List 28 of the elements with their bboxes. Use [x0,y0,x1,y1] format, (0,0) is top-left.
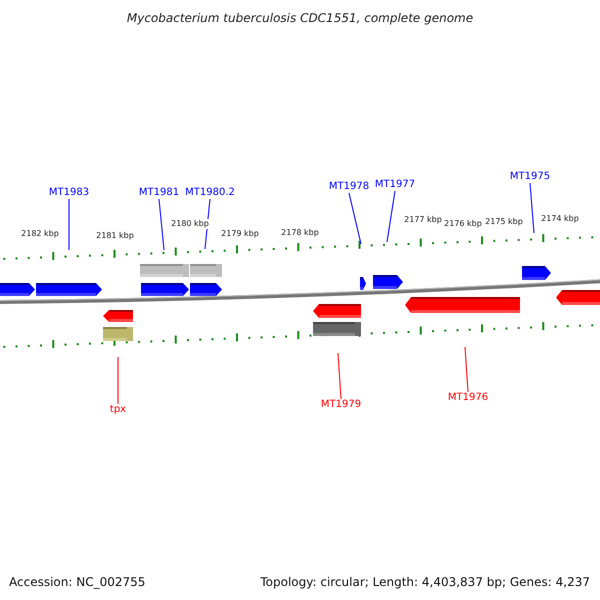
gene-label: MT1977 [374,179,416,191]
gene-label: MT1980.2 [185,187,235,199]
footer-text: Topology: circular; Length: 4,403,837 bp; Genes: 4,237 [260,575,590,589]
gene-label: tpx [110,404,126,416]
gene-label: MT1979 [320,399,362,411]
tick-label: 2179 kbp [220,229,260,239]
tick-label: 2176 kbp [443,219,483,229]
leader-line [530,182,534,234]
gene-label: MT1976 [448,392,488,404]
leader-line [464,346,468,392]
leader-line [348,192,362,244]
leader-line [68,198,70,250]
leader-line [338,352,342,400]
leader-line [386,190,396,242]
tick-label: 2177 kbp [403,215,443,225]
gene-label: MT1975 [510,171,550,183]
gene-label: MT1983 [48,187,90,199]
leader-line [158,198,164,250]
tick-label: 2180 kbp [170,219,210,229]
tick-label: 2175 kbp [484,217,524,227]
tick-label: 2174 kbp [540,214,580,224]
gene-label: MT1978 [328,181,370,193]
tick-label: 2178 kbp [280,228,320,238]
tick-label: 2182 kbp [20,229,60,239]
footer-text: Accession: NC_002755 [9,575,146,589]
gene-label: MT1981 [138,187,180,199]
diagram-title: Mycobacterium tuberculosis CDC1551, complete genome [126,11,474,25]
tick-label: 2181 kbp [95,231,135,241]
